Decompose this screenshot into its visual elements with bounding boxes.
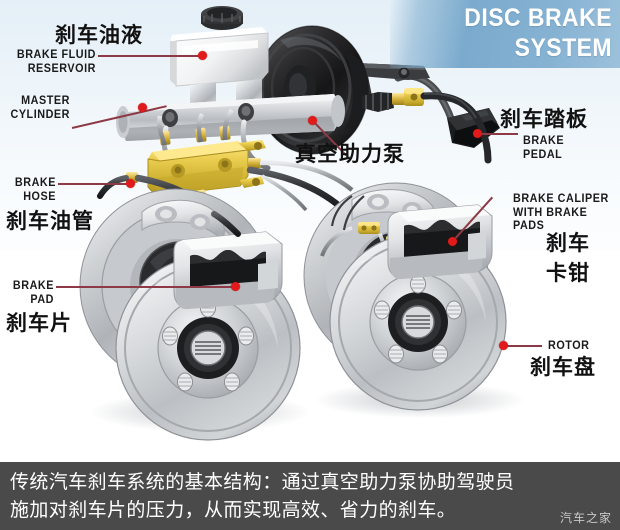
label-master-cylinder-en-line1: MASTER — [21, 93, 70, 107]
label-brake-fluid-cn: 刹车油液 — [55, 23, 143, 47]
brake-system-illustration — [79, 6, 525, 441]
caption-text: 传统汽车刹车系统的基本结构：通过真空助力泵协助驾驶员 施加对刹车片的压力，从而实… — [10, 468, 610, 524]
leader-brake-fluid — [98, 55, 203, 57]
label-brake-pedal-en-line1: BRAKE — [523, 133, 565, 147]
label-brake-fluid-en: BRAKE FLUID RESERVOIR — [10, 47, 97, 75]
label-master-cylinder-en: MASTER CYLINDER — [7, 93, 70, 121]
label-brake-pad-en-line1: BRAKE — [12, 278, 54, 292]
label-brake-pad-cn: 刹车片 — [6, 311, 72, 335]
label-master-cylinder-en-line2: CYLINDER — [10, 106, 70, 121]
leader-rotor — [504, 345, 542, 347]
master-cylinder-graphic — [116, 6, 345, 189]
watermark: 汽车之家 — [559, 511, 612, 525]
lug-studs-left — [162, 298, 254, 392]
label-brake-hose-cn: 刹车油管 — [6, 209, 94, 233]
label-brake-caliper-en: BRAKE CALIPER WITH BRAKE PADS — [513, 191, 612, 233]
callout-dot-vacuum-booster — [308, 116, 317, 125]
callout-dot-brake-caliper — [448, 237, 457, 246]
label-rotor-en: ROTOR — [548, 338, 590, 352]
label-brake-caliper-en-line2: WITH BRAKE PADS — [513, 204, 588, 232]
label-brake-hose-en-line1: BRAKE — [14, 175, 57, 189]
callout-dot-brake-hose — [126, 179, 135, 188]
caption-bar: 传统汽车刹车系统的基本结构：通过真空助力泵协助驾驶员 施加对刹车片的压力，从而实… — [0, 462, 620, 530]
label-brake-caliper-cn-line2: 卡钳 — [546, 261, 590, 285]
label-brake-pedal-en-line2: PEDAL — [523, 146, 563, 161]
label-brake-pad-en: BRAKE PAD — [5, 278, 54, 306]
caption-line1: 传统汽车刹车系统的基本结构：通过真空助力泵协助驾驶员 — [10, 471, 515, 493]
label-brake-hose-en-line2: HOSE — [23, 188, 56, 203]
banner-title-line1: DISC BRAKE — [464, 4, 612, 32]
callout-dot-brake-pedal — [473, 129, 482, 138]
leader-brake-pedal — [478, 133, 518, 135]
label-brake-pad-en-line2: PAD — [30, 291, 54, 306]
title-banner: DISC BRAKE SYSTEM — [390, 0, 620, 68]
lug-studs-right — [374, 274, 462, 364]
label-brake-caliper-en-line1: BRAKE CALIPER — [513, 191, 609, 205]
front-rotor-left — [115, 255, 301, 441]
label-brake-fluid-en-line2: RESERVOIR — [27, 60, 96, 75]
proportioning-valve-graphic — [97, 108, 354, 241]
callout-dot-brake-fluid — [198, 51, 207, 60]
label-rotor-cn: 刹车盘 — [530, 355, 596, 379]
banner-title-line2: SYSTEM — [514, 34, 612, 62]
callout-dot-brake-pad — [231, 282, 240, 291]
label-brake-pedal-cn: 刹车踏板 — [500, 107, 588, 131]
callout-dot-rotor — [499, 341, 508, 350]
label-brake-caliper-cn-line1: 刹车 — [546, 231, 590, 255]
label-vacuum-booster-cn: 真空助力泵 — [295, 142, 405, 166]
banner-title: DISC BRAKE SYSTEM — [413, 3, 612, 63]
label-brake-fluid-en-line1: BRAKE FLUID — [16, 47, 97, 61]
booster-boot — [362, 92, 394, 112]
leader-brake-pad — [56, 286, 236, 288]
brake-caliper-left — [173, 231, 283, 310]
brake-caliper-right — [387, 204, 493, 280]
callout-dot-master-cylinder — [138, 103, 147, 112]
label-brake-hose-en: BRAKE HOSE — [6, 175, 57, 203]
label-brake-pedal-en: BRAKE PEDAL — [523, 133, 595, 161]
caption-line2: 施加对刹车片的压力，从而实现高效、省力的刹车。 — [10, 499, 457, 521]
leader-brake-hose — [58, 183, 130, 185]
